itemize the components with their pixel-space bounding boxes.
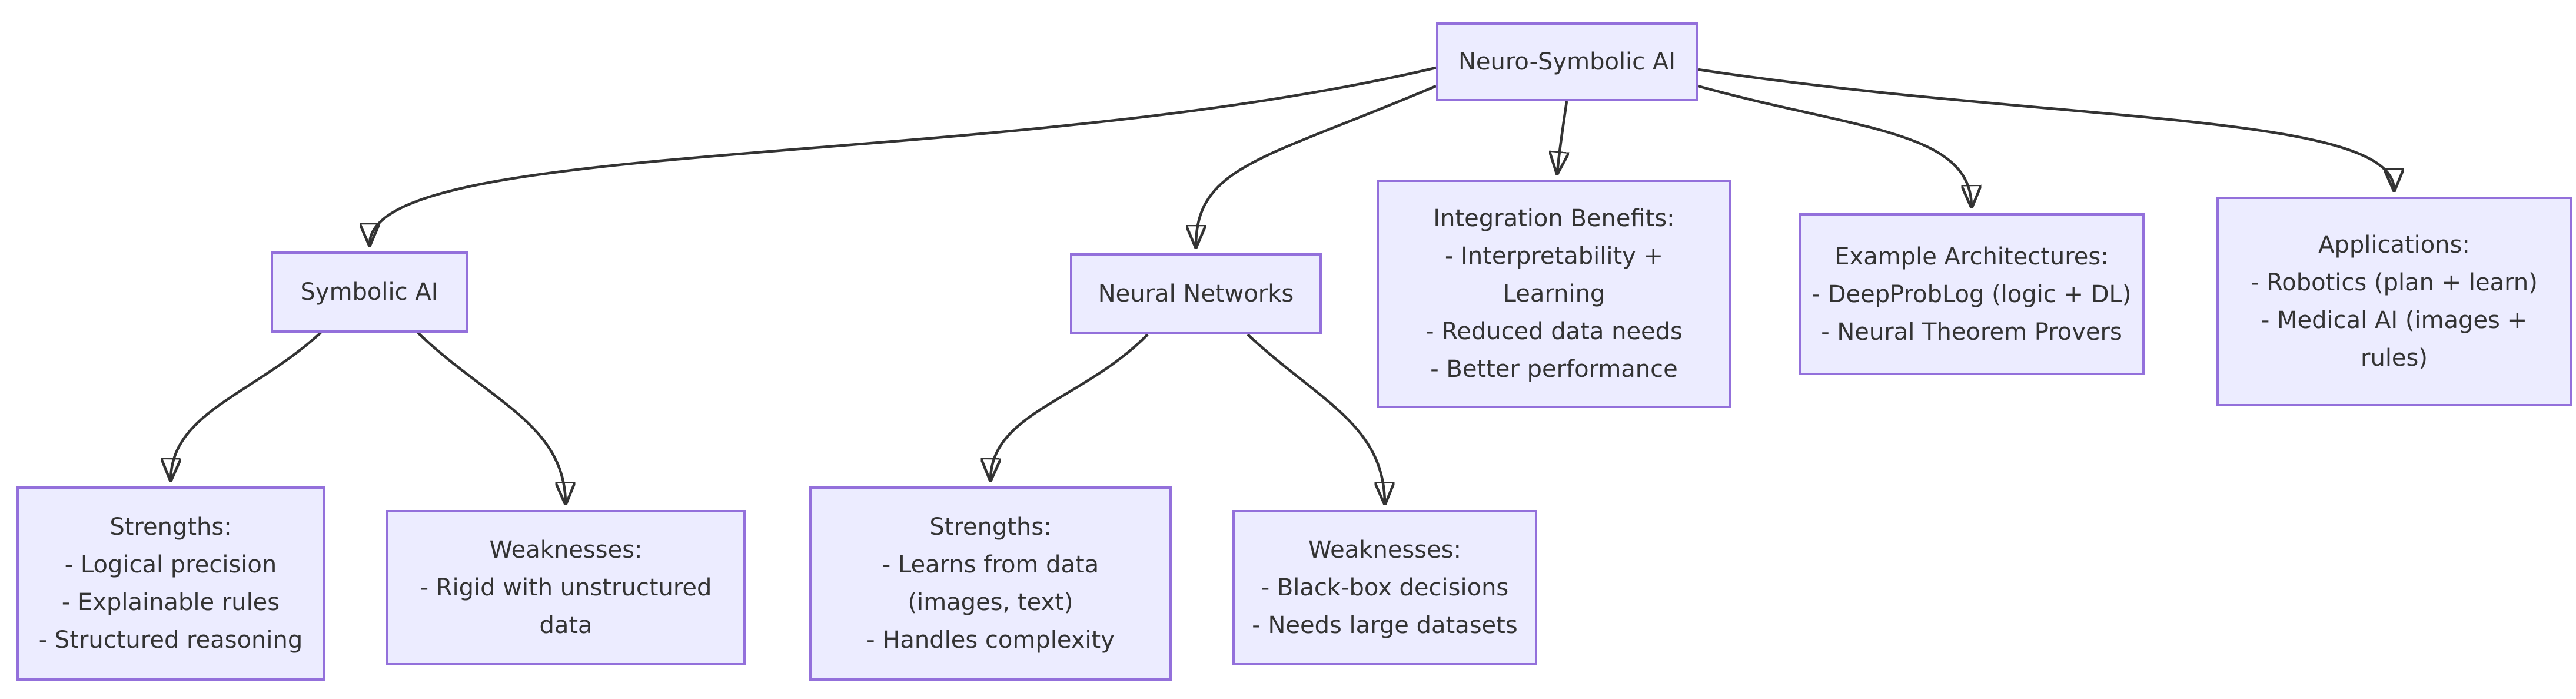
edge-neural-to-strengths — [990, 333, 1149, 479]
node-text-line: Symbolic AI — [300, 279, 438, 306]
node-text-line: Weaknesses: — [1308, 536, 1462, 564]
node-integration-benefits: Integration Benefits: - Interpretability… — [1377, 180, 1731, 408]
node-symbolic-strengths: Strengths: - Logical precision - Explain… — [16, 486, 325, 681]
node-text-line: Applications: — [2318, 231, 2470, 259]
node-text-line: - Reduced data needs — [1425, 318, 1683, 345]
edge-symbolic-to-weaknesses — [417, 332, 566, 503]
node-text-line: (images, text) — [908, 589, 1073, 616]
node-symbolic-weaknesses: Weaknesses: - Rigid with unstructured da… — [386, 510, 746, 665]
node-text-line: - Handles complexity — [866, 627, 1115, 654]
node-text-line: Strengths: — [929, 514, 1052, 541]
node-text-line: - Needs large datasets — [1252, 612, 1518, 639]
node-neural-networks: Neural Networks — [1070, 253, 1322, 334]
node-example-architectures: Example Architectures: - DeepProbLog (lo… — [1799, 213, 2145, 375]
node-text-line: - DeepProbLog (logic + DL) — [1811, 280, 2132, 308]
node-text-line: - Black-box decisions — [1261, 574, 1509, 601]
node-text-line: - Explainable rules — [61, 589, 280, 616]
edge-root-to-examples — [1697, 84, 1972, 206]
node-text-line: - Structured reasoning — [38, 627, 303, 654]
node-text-line: Neural Networks — [1098, 280, 1294, 307]
node-text-line: data — [539, 612, 593, 639]
node-text-line: Learning — [1503, 280, 1606, 307]
node-text-line: - Neural Theorem Provers — [1821, 318, 2122, 346]
edge-root-to-applications — [1697, 68, 2394, 190]
node-text-line: - Rigid with unstructured — [420, 574, 712, 601]
node-text-line: - Better performance — [1430, 356, 1678, 383]
edge-neural-to-weaknesses — [1247, 333, 1385, 503]
node-neural-weaknesses: Weaknesses: - Black-box decisions - Need… — [1232, 510, 1537, 665]
edge-root-to-integration — [1557, 101, 1567, 173]
node-symbolic-ai: Symbolic AI — [271, 251, 468, 333]
node-text-line: Weaknesses: — [489, 536, 643, 564]
edge-root-to-symbolic — [370, 66, 1437, 244]
edge-symbolic-to-strengths — [171, 332, 322, 479]
node-text-line: Neuro-Symbolic AI — [1458, 48, 1676, 75]
node-text-line: Example Architectures: — [1834, 243, 2109, 270]
node-text-line: - Robotics (plan + learn) — [2251, 269, 2538, 296]
node-text-line: Integration Benefits: — [1433, 205, 1675, 232]
node-neural-strengths: Strengths: - Learns from data (images, t… — [809, 486, 1172, 681]
node-text-line: - Logical precision — [64, 551, 277, 578]
node-applications: Applications: - Robotics (plan + learn) … — [2216, 197, 2572, 406]
node-text-line: - Learns from data — [882, 551, 1099, 578]
node-text-line: rules) — [2361, 344, 2428, 372]
node-text-line: - Medical AI (images + — [2261, 307, 2528, 334]
node-text-line: Strengths: — [109, 514, 232, 541]
node-neuro-symbolic-ai: Neuro-Symbolic AI — [1436, 22, 1698, 101]
node-text-line: - Interpretability + — [1444, 243, 1664, 270]
